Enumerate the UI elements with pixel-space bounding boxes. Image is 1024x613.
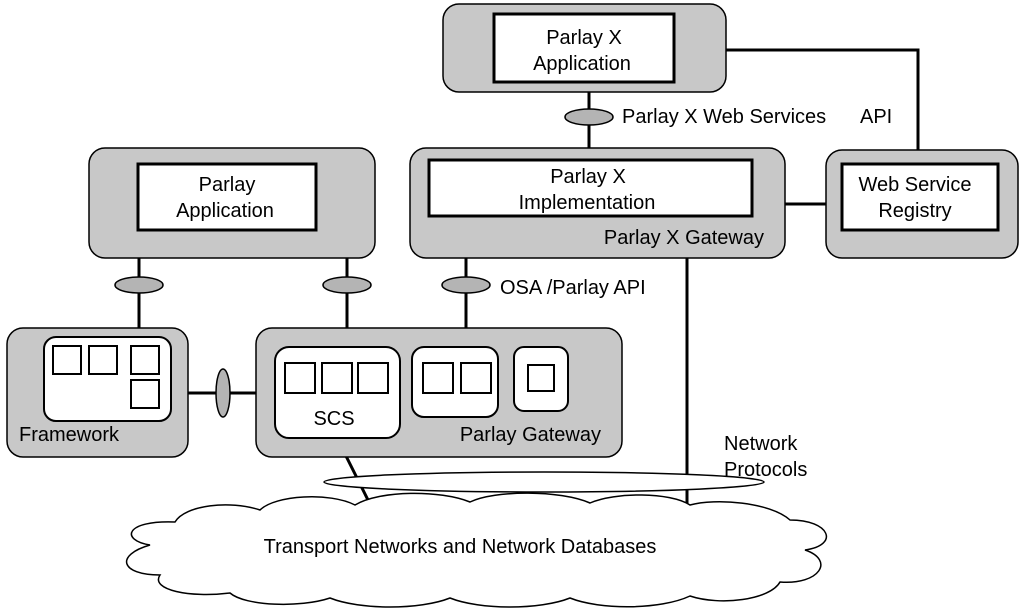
service-2-module-1 <box>422 362 454 394</box>
scs-api-connector <box>322 276 372 294</box>
scs-module-1 <box>284 362 316 394</box>
scs-module-2 <box>321 362 353 394</box>
parlay-application-box <box>136 162 318 232</box>
network-protocols-bus <box>323 471 765 493</box>
web-service-registry-label-1: Web Service <box>858 174 971 196</box>
parlay-x-gateway-label: Parlay X Gateway <box>604 227 764 249</box>
api-label: API <box>860 106 892 128</box>
parlay-x-application-label-2: Application <box>533 53 631 75</box>
framework-module-3 <box>130 345 160 375</box>
web-service-registry-container: Web Service Registry <box>825 149 1019 259</box>
parlay-x-implementation-label-1: Parlay X <box>550 166 626 188</box>
parlay-application-label-1: Parlay <box>199 174 256 196</box>
framework-module-1 <box>52 345 82 375</box>
line-pxapp-registry <box>726 48 920 150</box>
transport-networks-cloud: Transport Networks and Network Databases <box>126 492 827 608</box>
network-protocols-label-1: Network <box>724 433 798 455</box>
transport-networks-label: Transport Networks and Network Databases <box>264 536 657 558</box>
osa-parlay-api-connector <box>441 276 491 294</box>
parlay-x-application-label-1: Parlay X <box>546 27 622 49</box>
osa-parlay-api-label: OSA /Parlay API <box>500 277 646 299</box>
parlay-x-application-container: Parlay X Application <box>442 3 727 93</box>
parlay-gateway-container: SCS Parlay Gateway <box>255 327 623 458</box>
network-protocols-label-2: Protocols <box>724 459 807 481</box>
cloud-shape <box>126 492 827 608</box>
scs-label: SCS <box>313 408 354 430</box>
framework-module-4 <box>130 379 160 409</box>
parlay-x-gateway-container: Parlay X Implementation Parlay X Gateway <box>409 147 786 259</box>
framework-container: Framework <box>6 327 189 458</box>
framework-api-connector <box>114 276 164 294</box>
service-3-module-1 <box>527 364 555 392</box>
parlay-x-application-box <box>492 12 676 84</box>
parlay-application-container: Parlay Application <box>88 147 376 259</box>
scs-module-3 <box>357 362 389 394</box>
parlay-x-implementation-box <box>427 158 754 218</box>
service-2-module-2 <box>460 362 492 394</box>
parlay-gateway-label: Parlay Gateway <box>460 424 601 446</box>
parlay-x-web-services-api-connector <box>564 108 614 126</box>
framework-module-2 <box>88 345 118 375</box>
framework-scs-connector <box>215 368 231 418</box>
web-service-registry-box <box>840 162 1000 232</box>
framework-label: Framework <box>19 424 120 446</box>
parlay-application-label-2: Application <box>176 200 274 222</box>
parlay-x-web-services-label: Parlay X Web Services <box>622 106 826 128</box>
web-service-registry-label-2: Registry <box>878 200 951 222</box>
parlay-x-implementation-label-2: Implementation <box>519 192 656 214</box>
